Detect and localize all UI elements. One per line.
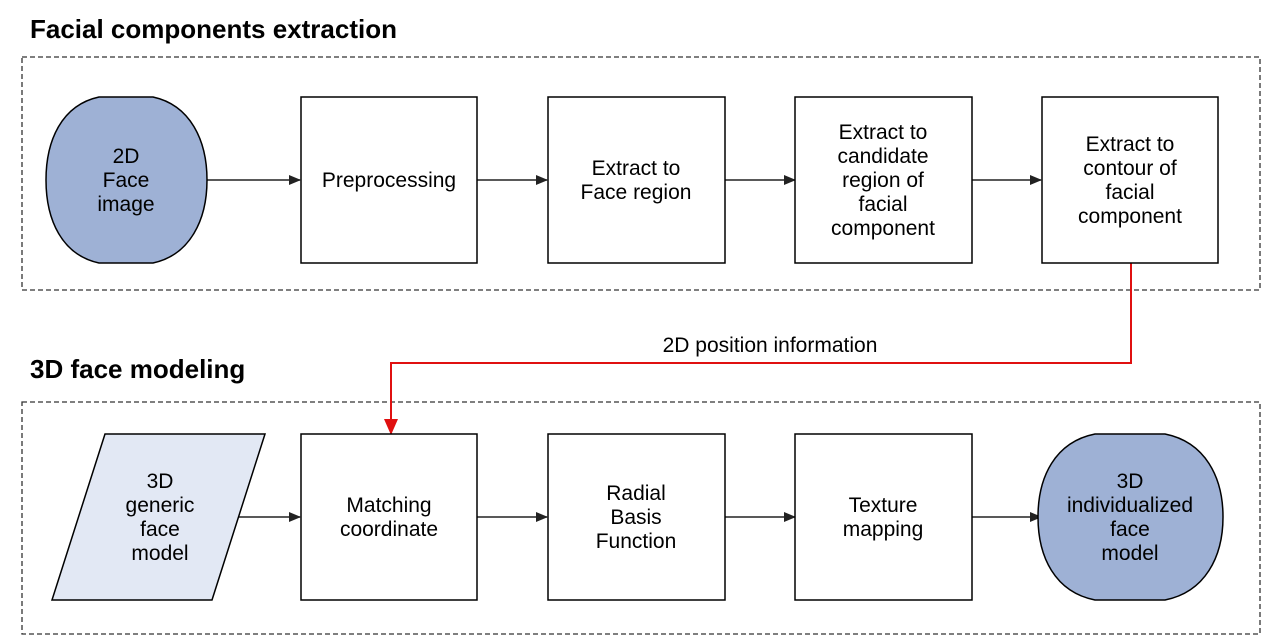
group-frame-3d-modeling	[21, 401, 1261, 635]
node-label-line: component	[831, 217, 935, 240]
node-texture-mapping	[794, 433, 973, 601]
node-label-line: facial	[1105, 181, 1154, 204]
node-label-line: Matching	[346, 494, 431, 517]
node-label-line: Face region	[581, 181, 692, 204]
node-label-line: Preprocessing	[322, 169, 456, 192]
node-label-line: face	[140, 518, 180, 541]
node-preprocessing	[300, 96, 478, 264]
node-label-line: Basis	[610, 506, 661, 529]
node-preprocessing-label: Preprocessing	[322, 169, 456, 192]
node-label-line: Face	[103, 169, 150, 192]
node-label-line: face	[1110, 518, 1150, 541]
node-label-line: mapping	[843, 518, 924, 541]
node-label-line: Function	[596, 530, 677, 553]
group-frame-facial-extraction	[21, 56, 1261, 291]
node-label-line: Extract to	[592, 157, 681, 180]
node-label-line: individualized	[1067, 494, 1193, 517]
node-label-line: component	[1078, 205, 1182, 228]
node-label-line: contour of	[1083, 157, 1177, 180]
node-label-line: image	[97, 193, 154, 216]
node-label-line: Radial	[606, 482, 666, 505]
node-radial-basis-function	[547, 433, 726, 601]
node-label-line: 2D	[113, 145, 140, 168]
node-3d-generic-face-model	[50, 433, 267, 601]
node-extract-contour	[1041, 96, 1219, 264]
node-label-line: Extract to	[839, 121, 928, 144]
node-label-line: Texture	[849, 494, 918, 517]
node-2d-face-image	[45, 96, 208, 264]
node-label-line: model	[131, 542, 188, 565]
node-label-line: model	[1101, 542, 1158, 565]
node-label-line: facial	[858, 193, 907, 216]
node-label-line: 3D	[1117, 470, 1144, 493]
node-label-line: 3D	[147, 470, 174, 493]
node-extract-candidate-region	[794, 96, 973, 264]
node-extract-face-region	[547, 96, 726, 264]
node-3d-individualized-face-model	[1037, 433, 1224, 601]
node-label-line: candidate	[837, 145, 928, 168]
group-title-facial-extraction: Facial components extraction	[30, 14, 397, 44]
edge-label-2d-position-information: 2D position information	[663, 334, 878, 357]
group-title-3d-modeling: 3D face modeling	[30, 354, 245, 384]
node-label-line: Extract to	[1086, 133, 1175, 156]
node-label-line: coordinate	[340, 518, 438, 541]
node-label-line: region of	[842, 169, 924, 192]
node-label-line: generic	[126, 494, 195, 517]
node-matching-coordinate	[300, 433, 478, 601]
edge-contour-to-matching-red	[384, 262, 1132, 435]
